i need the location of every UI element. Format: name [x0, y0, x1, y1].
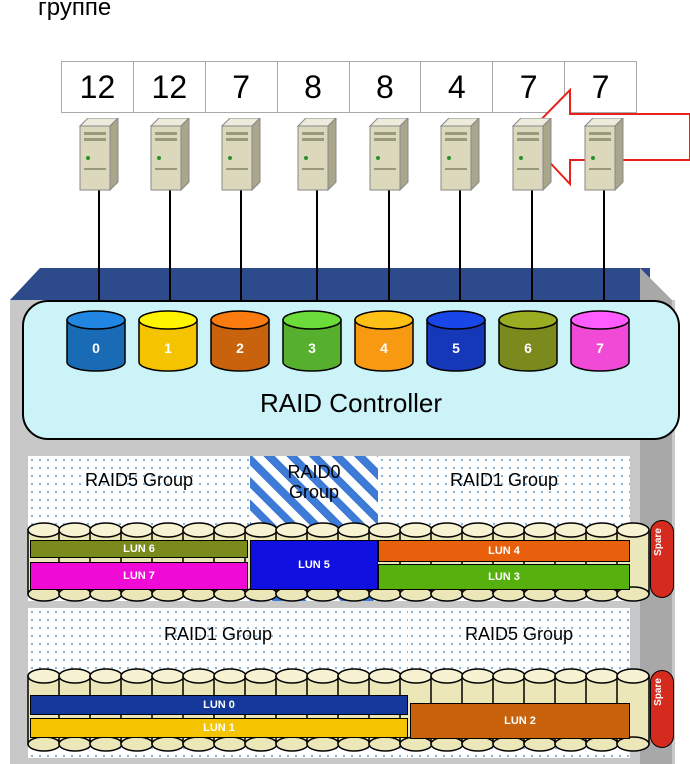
connection-count: 12 — [62, 62, 134, 112]
disk-label: 5 — [452, 340, 460, 356]
disk-label: 0 — [92, 340, 100, 356]
disk-6: 6 — [498, 310, 558, 372]
disk-4: 4 — [354, 310, 414, 372]
connection-count: 7 — [591, 68, 610, 105]
host-link — [459, 180, 461, 310]
disk-7: 7 — [570, 310, 630, 372]
group-label: RAID5 Group — [84, 470, 194, 490]
host-link — [169, 180, 171, 310]
lun-7: LUN 7 — [30, 562, 248, 590]
disk-label: 3 — [308, 340, 316, 356]
connection-count: 7 — [493, 62, 566, 112]
raid-controller-label: RAID Controller — [259, 388, 443, 418]
disk-label: 7 — [596, 340, 604, 356]
lun-4: LUN 4 — [378, 540, 630, 562]
lun-3: LUN 3 — [378, 564, 630, 590]
server-icon — [147, 116, 191, 192]
connection-count: 8 — [350, 62, 422, 112]
lun-5: LUN 5 — [250, 540, 378, 590]
caption-text: группе — [38, 0, 112, 21]
server-icon — [366, 116, 410, 192]
disk-0: 0 — [66, 310, 126, 372]
group-label: RAID5 Group — [464, 624, 574, 644]
spare-drive-row1: Spare — [650, 520, 674, 598]
server-icon — [218, 116, 262, 192]
server-icon — [76, 116, 120, 192]
lun-0: LUN 0 — [30, 695, 408, 715]
spare-label: Spare — [653, 528, 664, 556]
group-label: RAID1 Group — [449, 470, 559, 490]
host-link — [603, 180, 605, 310]
spare-drive-row2: Spare — [650, 670, 674, 748]
server-icon — [581, 116, 625, 192]
disk-label: 4 — [380, 340, 388, 356]
lun-1: LUN 1 — [30, 718, 408, 738]
disk-2: 2 — [210, 310, 270, 372]
lun-2: LUN 2 — [410, 703, 630, 739]
lun-6: LUN 6 — [30, 540, 248, 558]
disk-1: 1 — [138, 310, 198, 372]
connection-count: 12 — [134, 62, 206, 112]
connection-count-row: 12 12 7 8 8 4 7 7 — [61, 61, 637, 113]
host-link — [388, 180, 390, 310]
group-label: RAID1 Group — [163, 624, 273, 644]
server-icon — [509, 116, 553, 192]
spare-label: Spare — [653, 678, 664, 706]
disk-5: 5 — [426, 310, 486, 372]
disk-3: 3 — [282, 310, 342, 372]
disk-label: 2 — [236, 340, 244, 356]
connection-count: 4 — [421, 62, 494, 112]
server-icon — [294, 116, 338, 192]
connection-count: 8 — [278, 62, 350, 112]
disk-label: 6 — [524, 340, 532, 356]
host-link — [531, 180, 533, 310]
server-icon — [437, 116, 481, 192]
host-link — [316, 180, 318, 310]
host-link — [98, 180, 100, 310]
group-label: RAID0 Group — [287, 462, 341, 502]
disk-label: 1 — [164, 340, 172, 356]
connection-count: 7 — [206, 62, 278, 112]
host-link — [240, 180, 242, 310]
